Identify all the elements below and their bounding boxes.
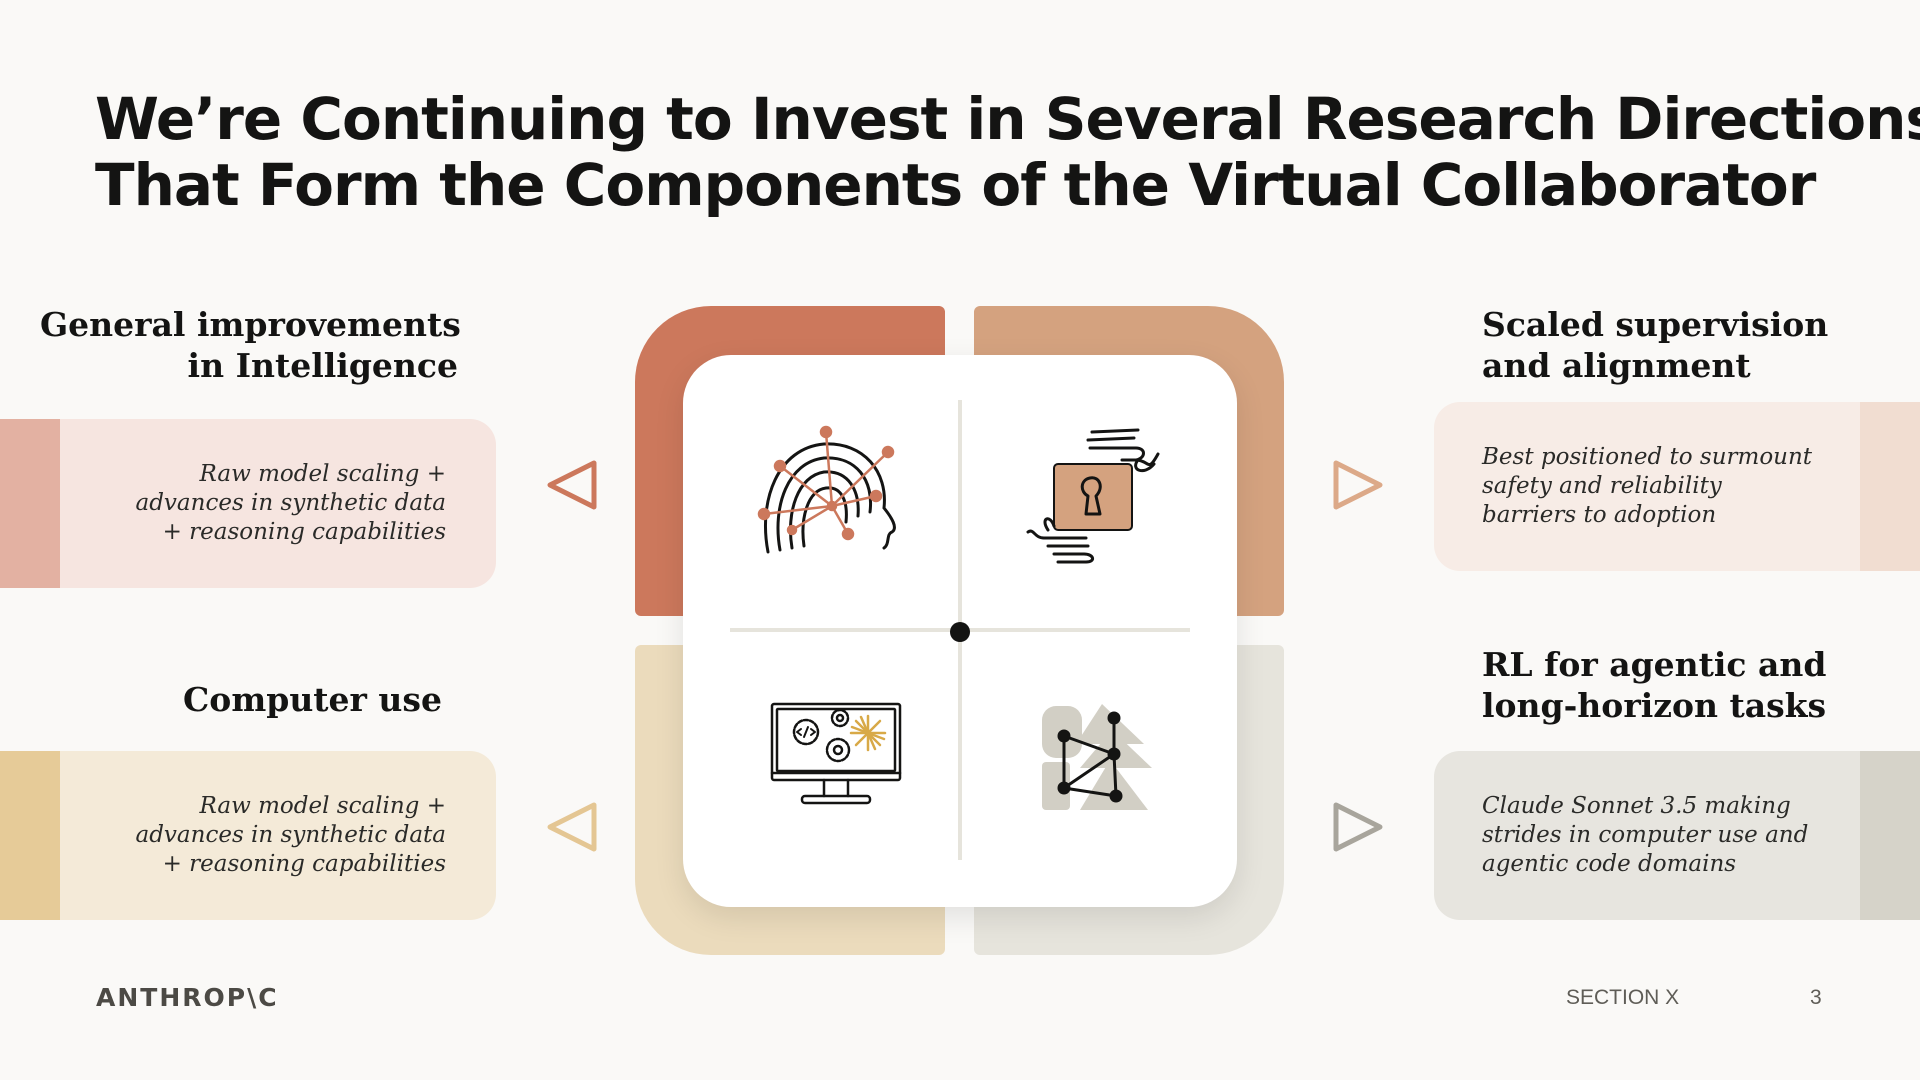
agentic-desc-line-3: agentic code domains bbox=[1482, 851, 1737, 877]
supervision-arrow-right-icon bbox=[1333, 460, 1383, 510]
slide-title: We’re Continuing to Invest in Several Re… bbox=[95, 85, 1920, 219]
computer-use-desc-line-1: Raw model scaling + bbox=[199, 793, 446, 819]
heading-intelligence: General improvements in Intelligence bbox=[40, 304, 461, 386]
network-shapes-icon bbox=[1042, 704, 1152, 810]
heading-agentic: RL for agentic and long-horizon tasks bbox=[1482, 644, 1902, 726]
agentic-description-box: Claude Sonnet 3.5 making strides in comp… bbox=[1434, 751, 1864, 920]
page-number: 3 bbox=[1810, 986, 1822, 1009]
anthropic-logo: ANTHROP\C bbox=[96, 983, 279, 1012]
heading-intelligence-line-2: in Intelligence bbox=[187, 346, 458, 385]
slide-title-line-1: We’re Continuing to Invest in Several Re… bbox=[95, 85, 1920, 153]
computer-use-description-box: Raw model scaling + advances in syntheti… bbox=[60, 751, 496, 920]
agentic-desc-line-1: Claude Sonnet 3.5 making bbox=[1482, 793, 1791, 819]
hands-lock-icon bbox=[1026, 428, 1160, 564]
agentic-arrow-right-icon bbox=[1333, 802, 1383, 852]
heading-intelligence-line-1: General improvements bbox=[40, 305, 461, 344]
agentic-desc-line-2: strides in computer use and bbox=[1482, 822, 1809, 848]
computer-use-desc-line-3: + reasoning capabilities bbox=[162, 851, 446, 877]
intelligence-description-box: Raw model scaling + advances in syntheti… bbox=[60, 419, 496, 588]
heading-supervision-line-2: and alignment bbox=[1482, 346, 1751, 385]
computer-use-arrow-left-icon bbox=[547, 802, 597, 852]
supervision-desc-line-3: barriers to adoption bbox=[1482, 502, 1717, 528]
center-dot bbox=[950, 622, 970, 642]
heading-agentic-line-2: long-horizon tasks bbox=[1482, 686, 1827, 725]
slide-title-line-2: That Form the Components of the Virtual … bbox=[95, 151, 1816, 219]
heading-computer-use: Computer use bbox=[40, 679, 442, 720]
intelligence-accent-strip bbox=[0, 419, 62, 588]
head-network-icon bbox=[757, 425, 896, 554]
heading-agentic-line-1: RL for agentic and bbox=[1482, 645, 1827, 684]
heading-supervision-line-1: Scaled supervision bbox=[1482, 305, 1829, 344]
supervision-desc-line-2: safety and reliability bbox=[1482, 473, 1722, 499]
supervision-desc-line-1: Best positioned to surmount bbox=[1482, 444, 1813, 470]
intelligence-desc-line-1: Raw model scaling + bbox=[199, 461, 446, 487]
intelligence-desc-line-3: + reasoning capabilities bbox=[162, 519, 446, 545]
heading-supervision: Scaled supervision and alignment bbox=[1482, 304, 1902, 386]
heading-computer-use-line-1: Computer use bbox=[183, 680, 442, 719]
supervision-accent-strip bbox=[1860, 402, 1920, 571]
intelligence-desc-line-2: advances in synthetic data bbox=[135, 490, 447, 516]
computer-use-desc-line-2: advances in synthetic data bbox=[135, 822, 447, 848]
agentic-accent-strip bbox=[1860, 751, 1920, 920]
computer-use-accent-strip bbox=[0, 751, 62, 920]
intelligence-arrow-left-icon bbox=[547, 460, 597, 510]
section-label: SECTION X bbox=[1566, 986, 1680, 1009]
supervision-description-box: Best positioned to surmount safety and r… bbox=[1434, 402, 1864, 571]
monitor-code-icon bbox=[770, 702, 902, 805]
